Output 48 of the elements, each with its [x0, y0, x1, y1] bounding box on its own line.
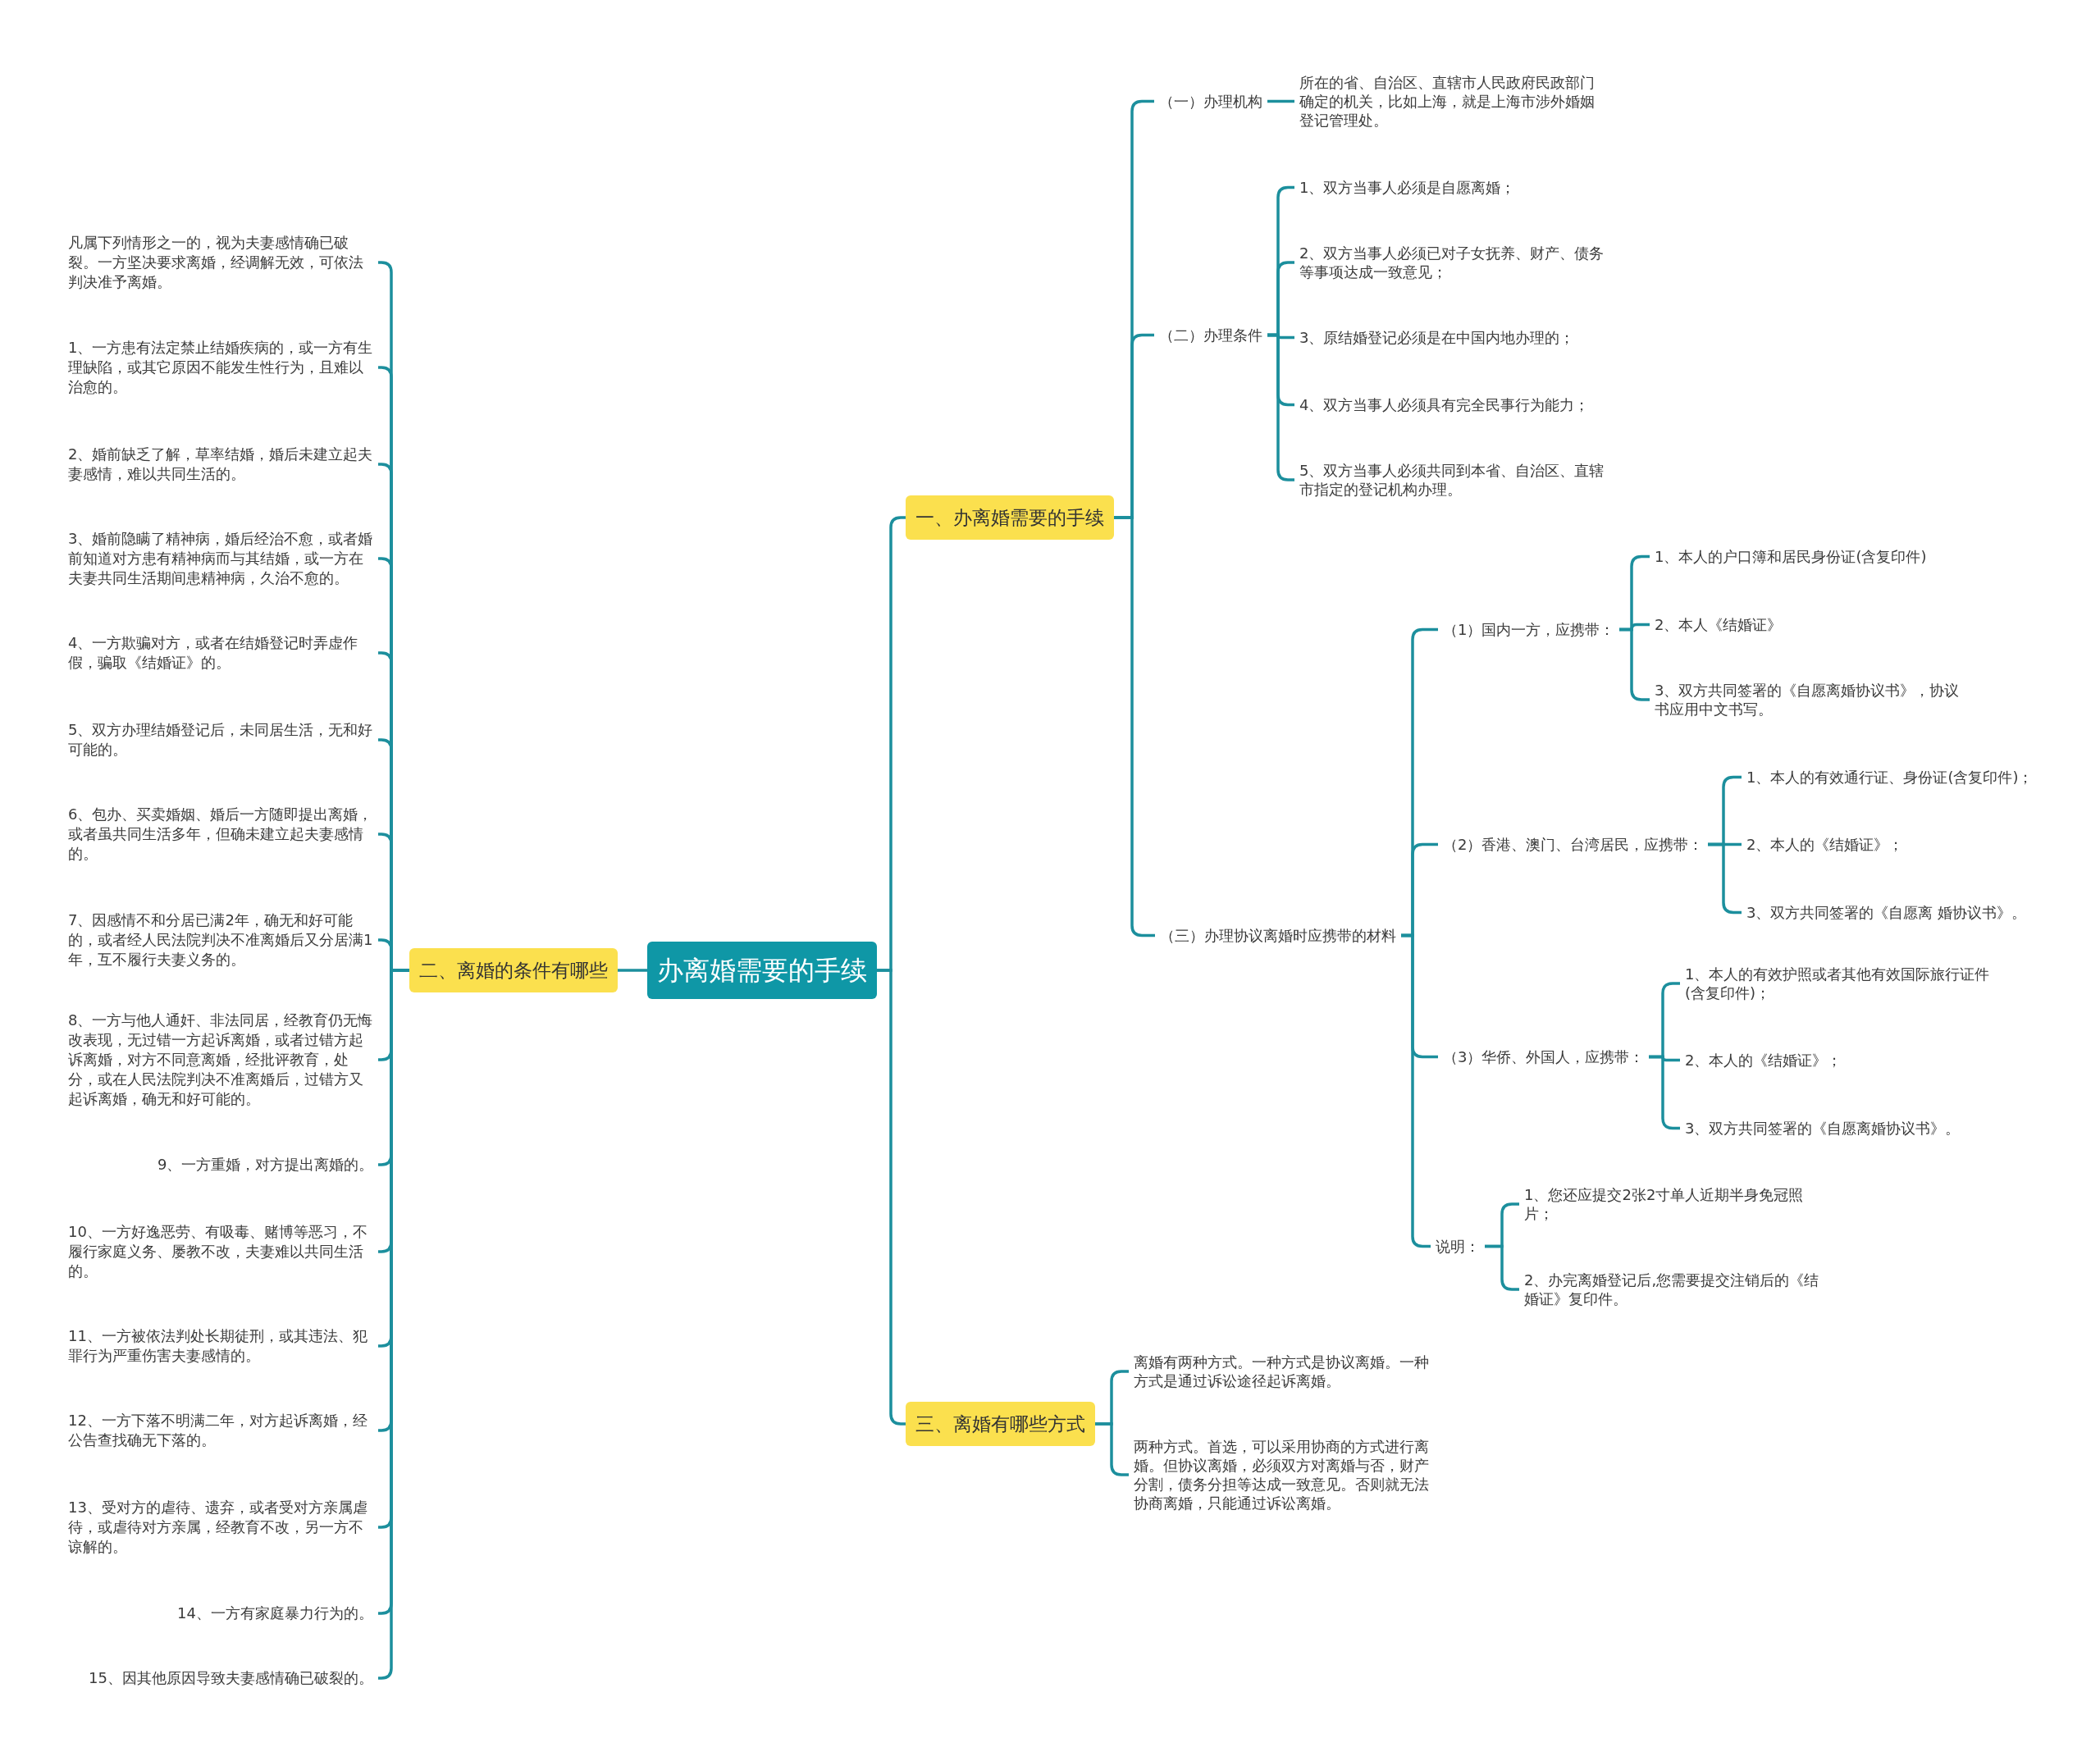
- detail-text: 13、受对方的虐待、遗弃，或者受对方亲属虐待，或虐待对方亲属，经教育不改，另一方不谅解的。: [63, 1498, 378, 1557]
- detail-text: 3、双方共同签署的《自愿离婚协议书》。: [1680, 1118, 1965, 1138]
- detail-text: 3、婚前隐瞒了精神病，婚后经治不愈，或者婚前知道对方患有精神病而与其结婚，或一方在夫妻共同生活期间患精神病，久治不愈的。: [63, 529, 378, 588]
- detail-text: 1、您还应提交2张2寸单人近期半身免冠照片；: [1519, 1185, 1834, 1223]
- detail-text: 4、双方当事人必须具有完全民事行为能力；: [1294, 395, 1595, 414]
- main-topic-box: 三、离婚有哪些方式: [906, 1402, 1095, 1446]
- detail-text: 3、原结婚登记必须是在中国内地办理的；: [1294, 327, 1580, 347]
- detail-text: 2、办完离婚登记后,您需要提交注销后的《结婚证》复印件。: [1519, 1271, 1834, 1308]
- detail-text: 5、双方办理结婚登记后，未同居生活，无和好可能的。: [63, 720, 378, 760]
- connector-line: [1267, 99, 1294, 103]
- detail-text: 3、双方共同签署的《自愿离 婚协议书》。: [1742, 902, 2032, 922]
- detail-text: 2、本人的《结婚证》；: [1680, 1050, 1847, 1070]
- detail-text: 15、因其他原因导致夫妻感情确已破裂的。: [84, 1668, 378, 1688]
- subtopic-text: （2）香港、澳门、台湾居民，应携带：: [1438, 834, 1709, 854]
- subtopic-text: （1）国内一方，应携带：: [1438, 619, 1620, 639]
- detail-text: 两种方式。首选，可以采用协商的方式进行离婚。但协议离婚，必须双方对离婚与否，财产分割，债务分担等达成一致意见。否则就无法协商离婚，只能通过诉讼离婚。: [1129, 1437, 1444, 1512]
- detail-text: 1、双方当事人必须是自愿离婚；: [1294, 177, 1521, 197]
- detail-text: 4、一方欺骗对方，或者在结婚登记时弄虚作假，骗取《结婚证》的。: [63, 633, 378, 673]
- detail-text: 6、包办、买卖婚姻、婚后一方随即提出离婚，或者虽共同生活多年，但确未建立起夫妻感情的。: [63, 805, 378, 864]
- detail-text: 5、双方当事人必须共同到本省、自治区、直辖市指定的登记机构办理。: [1294, 461, 1609, 499]
- detail-text: 14、一方有家庭暴力行为的。: [172, 1604, 378, 1623]
- detail-text: 2、双方当事人必须已对子女抚养、财产、债务等事项达成一致意见；: [1294, 244, 1609, 281]
- subtopic-text: 说明：: [1431, 1236, 1485, 1256]
- detail-text: 2、本人《结婚证》: [1650, 614, 1787, 634]
- detail-text: 离婚有两种方式。一种方式是协议离婚。一种方式是通过诉讼途径起诉离婚。: [1129, 1353, 1444, 1390]
- detail-text: 1、本人的有效护照或者其他有效国际旅行证件(含复印件)；: [1680, 965, 1995, 1002]
- detail-text: 1、本人的有效通行证、身份证(含复印件)；: [1742, 767, 2038, 787]
- subtopic-text: （三）办理协议离婚时应携带的材料: [1155, 925, 1401, 945]
- main-topic-box: 一、办离婚需要的手续: [906, 495, 1114, 540]
- detail-text: 8、一方与他人通奸、非法同居，经教育仍无悔改表现，无过错一方起诉离婚，或者过错方起诉离婚，对方不同意离婚，经批评教育，处分，或在人民法院判决不准离婚后，过错方又起诉离婚，确无和好可能的。: [63, 1011, 378, 1109]
- main-topic-box: 二、离婚的条件有哪些: [409, 948, 618, 992]
- detail-text: 9、一方重婚，对方提出离婚的。: [153, 1155, 379, 1175]
- detail-text: 凡属下列情形之一的，视为夫妻感情确已破裂。一方坚决要求离婚，经调解无效，可依法判决准予离婚。: [63, 233, 378, 292]
- detail-text: 3、双方共同签署的《自愿离婚协议书》，协议书应用中文书写。: [1650, 681, 1965, 719]
- subtopic-text: （二）办理条件: [1154, 325, 1267, 344]
- detail-text: 1、一方患有法定禁止结婚疾病的，或一方有生理缺陷，或其它原因不能发生性行为，且难以治愈的。: [63, 338, 378, 397]
- detail-text: 所在的省、自治区、直辖市人民政府民政部门确定的机关，比如上海，就是上海市涉外婚姻登记管理处。: [1294, 72, 1609, 130]
- detail-text: 11、一方被依法判处长期徒刑，或其违法、犯罪行为严重伤害夫妻感情的。: [63, 1326, 378, 1366]
- subtopic-text: （一）办理机构: [1154, 91, 1267, 111]
- central-topic-box: 办离婚需要的手续: [647, 942, 877, 999]
- detail-text: 12、一方下落不明满二年，对方起诉离婚，经公告查找确无下落的。: [63, 1411, 378, 1450]
- detail-text: 7、因感情不和分居已满2年，确无和好可能的，或者经人民法院判决不准离婚后又分居满1年，互不履行夫妻义务的。: [63, 910, 378, 969]
- detail-text: 1、本人的户口簿和居民身份证(含复印件): [1650, 546, 1932, 566]
- detail-text: 10、一方好逸恶劳、有吸毒、赌博等恶习，不履行家庭义务、屡教不改，夫妻难以共同生活的。: [63, 1222, 378, 1281]
- detail-text: 2、婚前缺乏了解，草率结婚，婚后未建立起夫妻感情，难以共同生活的。: [63, 445, 378, 484]
- detail-text: 2、本人的《结婚证》；: [1742, 834, 1909, 854]
- connector-line: [618, 969, 647, 972]
- subtopic-text: （3）华侨、外国人，应携带：: [1438, 1047, 1650, 1066]
